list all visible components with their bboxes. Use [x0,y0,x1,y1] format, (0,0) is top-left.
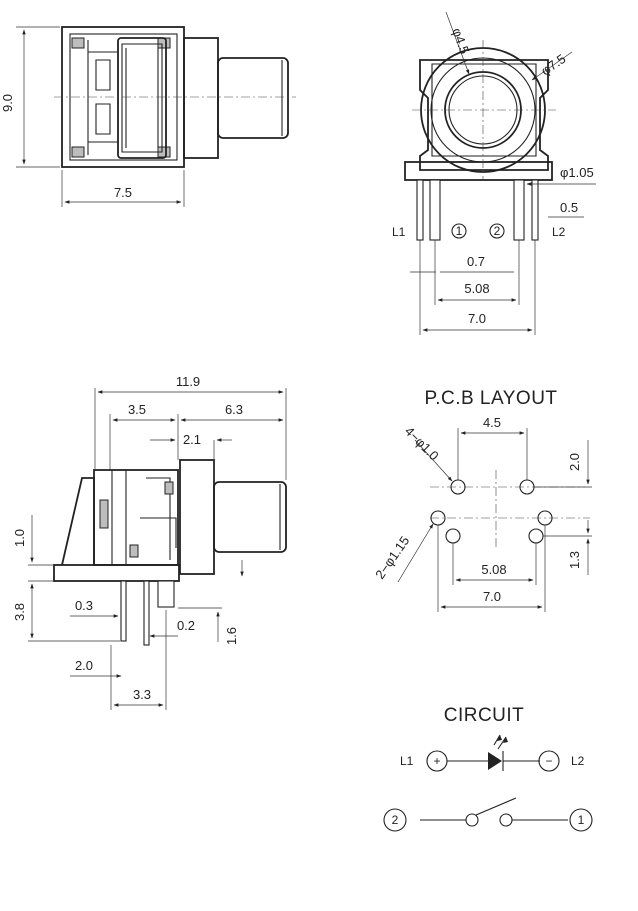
side-view: 11.9 3.5 6.3 2.1 1.0 3.8 0.3 0.2 1.6 2.0… [12,374,287,710]
side-tab-gap: 0.3 [75,598,93,613]
side-offset-a: 2.0 [75,658,93,673]
pcb-hole [445,528,461,544]
top-view: φ4.5 φ7.5 φ1.05 0.5 L1 L2 1 2 0.7 5.08 7… [392,11,596,335]
top-pin-width: 0.5 [560,200,578,215]
pcb-top-spacing: 4.5 [483,415,501,430]
side-offset-b: 3.3 [133,687,151,702]
pcb-hole-small: 4−φ1.0 [402,424,442,464]
circuit-l1: L1 [400,754,414,768]
pcb-title: P.C.B LAYOUT [424,388,557,409]
circuit-title: CIRCUIT [444,705,525,726]
top-pin-1: 1 [456,224,463,238]
circuit-plus: + [433,754,440,768]
switch-contact [475,797,517,816]
top-pitch-mid: 5.08 [464,281,489,296]
pcb-hole [528,528,544,544]
led-symbol [488,752,502,770]
top-cap-dia: φ4.5 [449,26,472,56]
pcb-layout: P.C.B LAYOUT 4.5 4−φ1.0 2−φ1.15 2.0 1.3 [372,388,592,612]
pcb-row-spacing: 2.0 [567,453,582,471]
side-lead-length: 3.8 [12,603,27,621]
side-lead-offset: 1.0 [12,529,27,547]
top-pin-l2: L2 [552,225,566,239]
circuit-switch-right: 1 [578,813,585,827]
circuit-l2: L2 [571,754,585,768]
circuit-diagram: CIRCUIT L1 + − L2 2 1 [383,705,593,832]
pcb-mid-spacing: 5.08 [481,562,506,577]
side-length: 11.9 [176,374,200,389]
pcb-hole-large: 2−φ1.15 [372,533,412,581]
side-body: 3.5 [128,402,146,417]
top-pin-2: 2 [494,224,501,238]
top-pitch-small: 0.7 [467,254,485,269]
front-view: 9.0 7.5 [0,26,296,207]
pcb-outer-spacing: 7.0 [483,589,501,604]
circuit-switch-left: 2 [392,813,399,827]
top-pin-dia: φ1.05 [560,165,594,180]
side-lead-thickness: 0.2 [177,618,195,633]
top-body-dia: φ7.5 [538,51,568,78]
side-lead-tip: 1.6 [224,627,239,645]
front-height-dim: 9.0 [0,94,15,112]
pcb-lower-offset: 1.3 [567,551,582,569]
side-shoulder: 2.1 [183,432,201,447]
front-width-dim: 7.5 [114,185,132,200]
top-pitch-total: 7.0 [468,311,486,326]
circuit-minus: − [545,754,552,768]
side-actuator: 6.3 [225,402,243,417]
top-pin-l1: L1 [392,225,406,239]
